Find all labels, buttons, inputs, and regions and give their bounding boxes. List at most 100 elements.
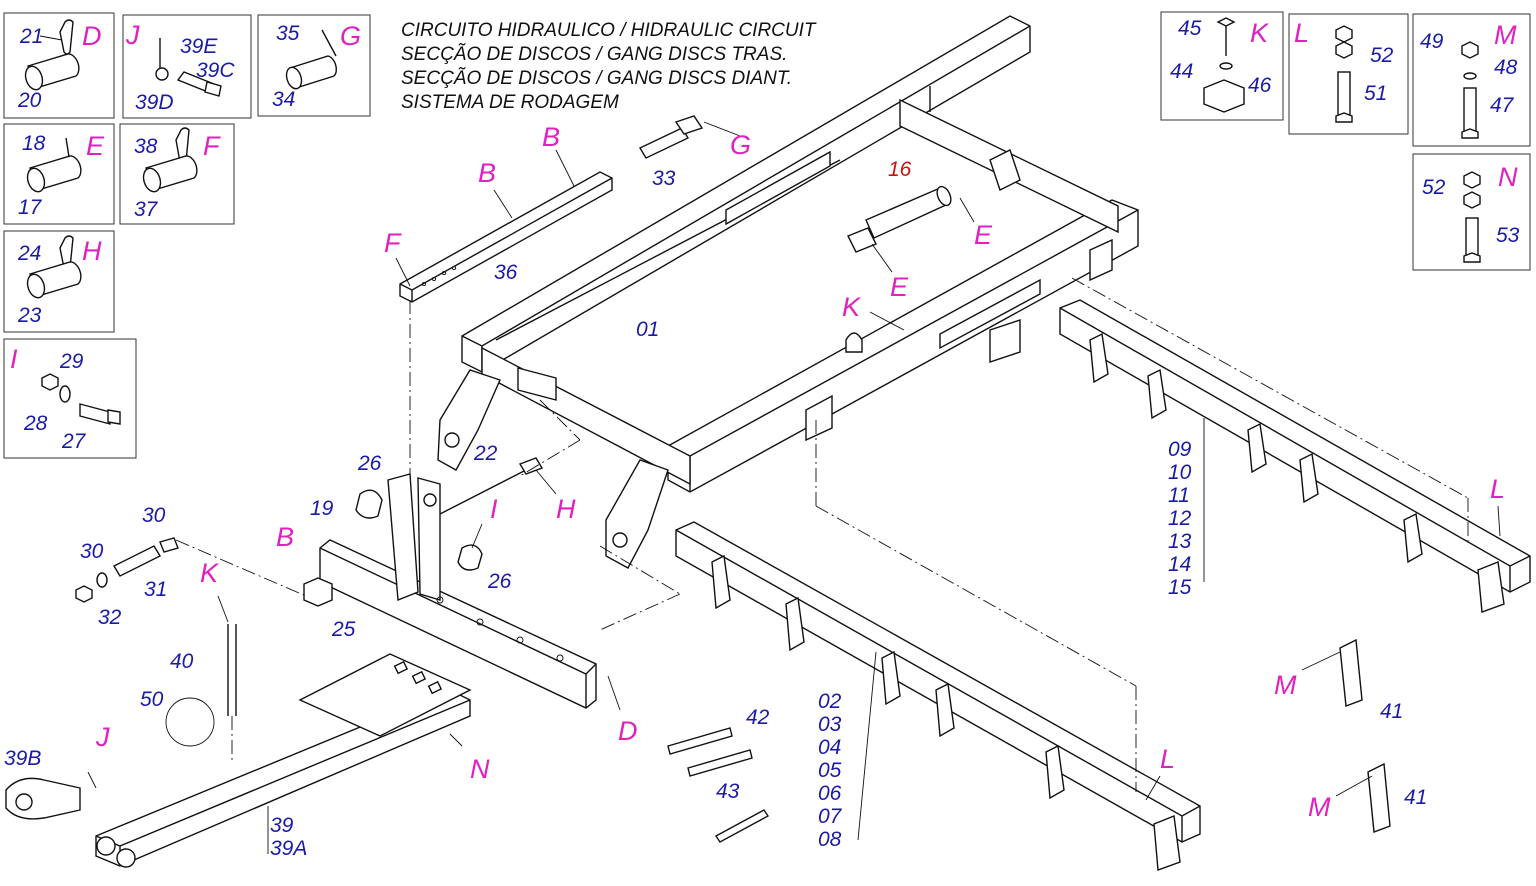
part-label-39d: 39D (135, 91, 174, 114)
label-15: 15 (1168, 576, 1192, 599)
spring-assembly (75, 537, 179, 603)
caption-wheel-system: SISTEMA DE RODAGEM (401, 92, 619, 113)
label-22: 22 (473, 442, 498, 465)
part-label-37: 37 (134, 198, 159, 221)
letter-b-1: B (542, 122, 560, 152)
detail-box-d: D 21 20 (3, 12, 115, 119)
letter-n: N (470, 754, 490, 784)
part-label-34: 34 (272, 88, 295, 111)
label-31: 31 (144, 578, 167, 601)
letter-g: G (730, 130, 751, 160)
detail-box-h: H 24 23 (3, 230, 115, 333)
part-label-48: 48 (1494, 56, 1518, 79)
part-label-46: 46 (1248, 74, 1272, 97)
part-label-49: 49 (1420, 30, 1444, 53)
box-letter-k: K (1250, 18, 1269, 48)
part-label-39c: 39C (196, 59, 235, 82)
label-07: 07 (818, 805, 843, 828)
label-14: 14 (1168, 553, 1191, 576)
label-04: 04 (818, 736, 841, 759)
front-gang-beam (675, 521, 1201, 871)
part-label-27: 27 (61, 430, 87, 453)
box-letter-d: D (82, 21, 102, 51)
label-12: 12 (1168, 507, 1192, 530)
detail-box-k: K 45 44 46 (1160, 11, 1284, 121)
letter-m-2: M (1308, 792, 1331, 822)
part-label-47: 47 (1490, 94, 1515, 117)
letter-l-2: L (1160, 744, 1175, 774)
part-label-52: 52 (1370, 44, 1394, 67)
part-label-24: 24 (17, 242, 41, 265)
label-30a: 30 (142, 504, 166, 527)
leader-lines (87, 121, 1501, 854)
label-39b: 39B (4, 747, 41, 770)
label-02: 02 (818, 690, 842, 713)
letter-k-2: K (200, 558, 219, 588)
box-letter-l: L (1294, 18, 1309, 48)
box-letter-g: G (340, 21, 361, 51)
label-hitch-19: 19 (310, 497, 334, 520)
detail-box-g: G 35 34 (257, 14, 371, 117)
caption-block: CIRCUITO HIDRAULICO / HIDRAULIC CIRCUIT … (401, 20, 817, 113)
label-10: 10 (1168, 461, 1192, 484)
caption-front-gang: SECÇÃO DE DISCOS / GANG DISCS DIANT. (401, 67, 792, 89)
part-label-20: 20 (17, 89, 42, 112)
label-05: 05 (818, 759, 842, 782)
letter-l-1: L (1490, 474, 1505, 504)
alignment-lines (175, 277, 1469, 792)
part-label-51: 51 (1364, 82, 1387, 105)
hitch-assembly (303, 473, 597, 709)
box-letter-f: F (203, 131, 221, 161)
label-08: 08 (818, 828, 842, 851)
drawbar (5, 624, 472, 868)
part-label-29: 29 (59, 350, 84, 373)
detail-box-i: I 29 28 27 (3, 338, 137, 459)
part-label-17: 17 (18, 196, 43, 219)
label-25: 25 (331, 618, 356, 641)
label-39: 39 (270, 814, 294, 837)
hydraulic-cylinder (847, 185, 952, 253)
box-letter-m: M (1494, 20, 1517, 50)
label-cylinder-16: 16 (888, 158, 912, 181)
box-letter-h: H (82, 236, 102, 266)
label-42: 42 (746, 706, 770, 729)
label-13: 13 (1168, 530, 1192, 553)
detail-box-e: E 18 17 (3, 123, 115, 225)
label-09: 09 (1168, 438, 1192, 461)
letter-j: J (95, 722, 110, 752)
detail-box-j: J 39E 39C 39D (122, 14, 252, 119)
caption-rear-gang: SECÇÃO DE DISCOS / GANG DISCS TRAS. (401, 43, 787, 65)
part-label-39e: 39E (180, 35, 218, 58)
label-50: 50 (140, 688, 164, 711)
label-41b: 41 (1404, 786, 1427, 809)
caption-hydraulic: CIRCUITO HIDRAULICO / HIDRAULIC CIRCUIT (401, 20, 817, 41)
adjust-bar (399, 115, 704, 303)
part-label-45: 45 (1178, 17, 1202, 40)
part-label-28: 28 (23, 412, 48, 435)
main-labels: 01 16 19 39 39A 09 10 11 12 13 14 15 02 … (4, 122, 1505, 860)
label-30b: 30 (80, 540, 104, 563)
label-06: 06 (818, 782, 842, 805)
part-label-18: 18 (22, 132, 46, 155)
label-41a: 41 (1380, 700, 1403, 723)
part-label-23: 23 (17, 304, 42, 327)
main-frame (437, 15, 1139, 569)
letter-m-1: M (1274, 670, 1297, 700)
letter-b-2: B (478, 158, 496, 188)
label-39a: 39A (270, 837, 307, 860)
label-11: 11 (1168, 484, 1190, 507)
rear-gang-beam (1059, 299, 1531, 613)
label-33: 33 (652, 167, 676, 190)
box-letter-n: N (1498, 162, 1518, 192)
loose-parts (667, 638, 1391, 843)
part-label-21: 21 (19, 25, 43, 48)
letter-e-1: E (974, 220, 993, 250)
label-03: 03 (818, 713, 842, 736)
label-26b: 26 (487, 570, 512, 593)
box-letter-i: I (10, 344, 18, 374)
part-label-38: 38 (134, 135, 158, 158)
label-36: 36 (494, 261, 518, 284)
detail-box-f: F 38 37 (119, 123, 235, 225)
letter-f: F (384, 228, 402, 258)
